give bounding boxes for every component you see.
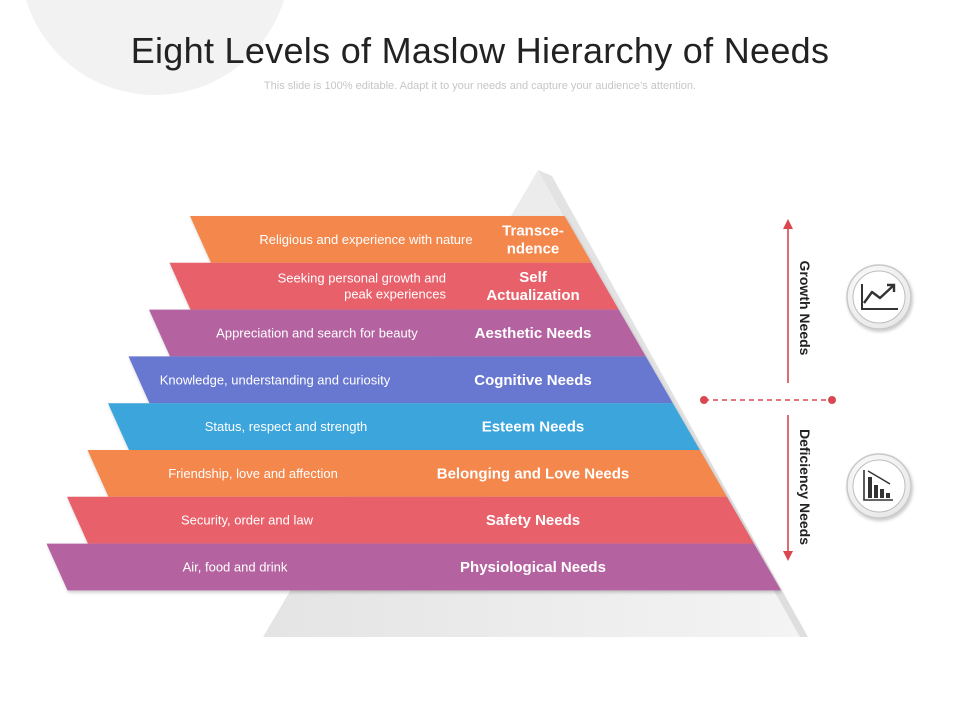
level-name: ndence [507, 240, 560, 257]
pyramid-level-1: Transce-ndence Religious and experience w… [190, 216, 592, 263]
divider-right-dot [828, 396, 836, 404]
level-description: Status, respect and strength [205, 419, 368, 434]
level-band [46, 543, 782, 591]
pyramid-level-5: Esteem Needs Status, respect and strength [108, 403, 700, 450]
level-description: Air, food and drink [183, 560, 288, 575]
level-band [149, 309, 646, 357]
deficiency-arrow-head [783, 551, 793, 561]
declining-bar-chart-icon [846, 453, 912, 519]
needs-axis [700, 219, 836, 561]
pyramid-level-8: Physiological Needs Air, food and drink [46, 543, 782, 591]
level-name: Belonging and Love Needs [437, 465, 630, 482]
level-description: Seeking personal growth and [278, 271, 446, 286]
growth-chart-icon [846, 264, 912, 330]
level-band [190, 216, 592, 263]
level-band [67, 496, 754, 544]
level-description: Friendship, love and affection [168, 466, 338, 481]
page-title: Eight Levels of Maslow Hierarchy of Need… [130, 30, 830, 71]
level-name: Safety Needs [486, 512, 580, 529]
level-description: peak experiences [344, 287, 446, 302]
level-name: Physiological Needs [460, 559, 606, 576]
level-name: Aesthetic Needs [475, 325, 592, 342]
growth-arrow-head [783, 219, 793, 229]
pyramid-level-6: Belonging and Love Needs Friendship, love… [87, 450, 727, 497]
deficiency-needs-label: Deficiency Needs [797, 429, 813, 545]
level-name: Transce- [502, 222, 564, 239]
level-name: Actualization [486, 287, 579, 304]
page-subtitle: This slide is 100% editable. Adapt it to… [263, 80, 697, 92]
level-description: Appreciation and search for beauty [216, 326, 418, 341]
pyramid-level-4: Cognitive Needs Knowledge, understanding … [128, 356, 673, 404]
level-description: Knowledge, understanding and curiosity [160, 372, 391, 387]
divider-left-dot [700, 396, 708, 404]
level-name: Cognitive Needs [474, 372, 592, 389]
level-name: Self [519, 269, 548, 286]
level-band [87, 450, 727, 497]
level-description: Security, order and law [181, 513, 314, 528]
level-name: Esteem Needs [482, 419, 585, 436]
level-band [108, 403, 700, 450]
level-description: Religious and experience with nature [259, 232, 472, 247]
pyramid-level-3: Aesthetic Needs Appreciation and search f… [149, 309, 646, 357]
pyramid-level-7: Safety Needs Security, order and law [67, 496, 754, 544]
level-band [128, 356, 673, 404]
growth-needs-label: Growth Needs [797, 261, 813, 356]
level-band [169, 262, 619, 310]
